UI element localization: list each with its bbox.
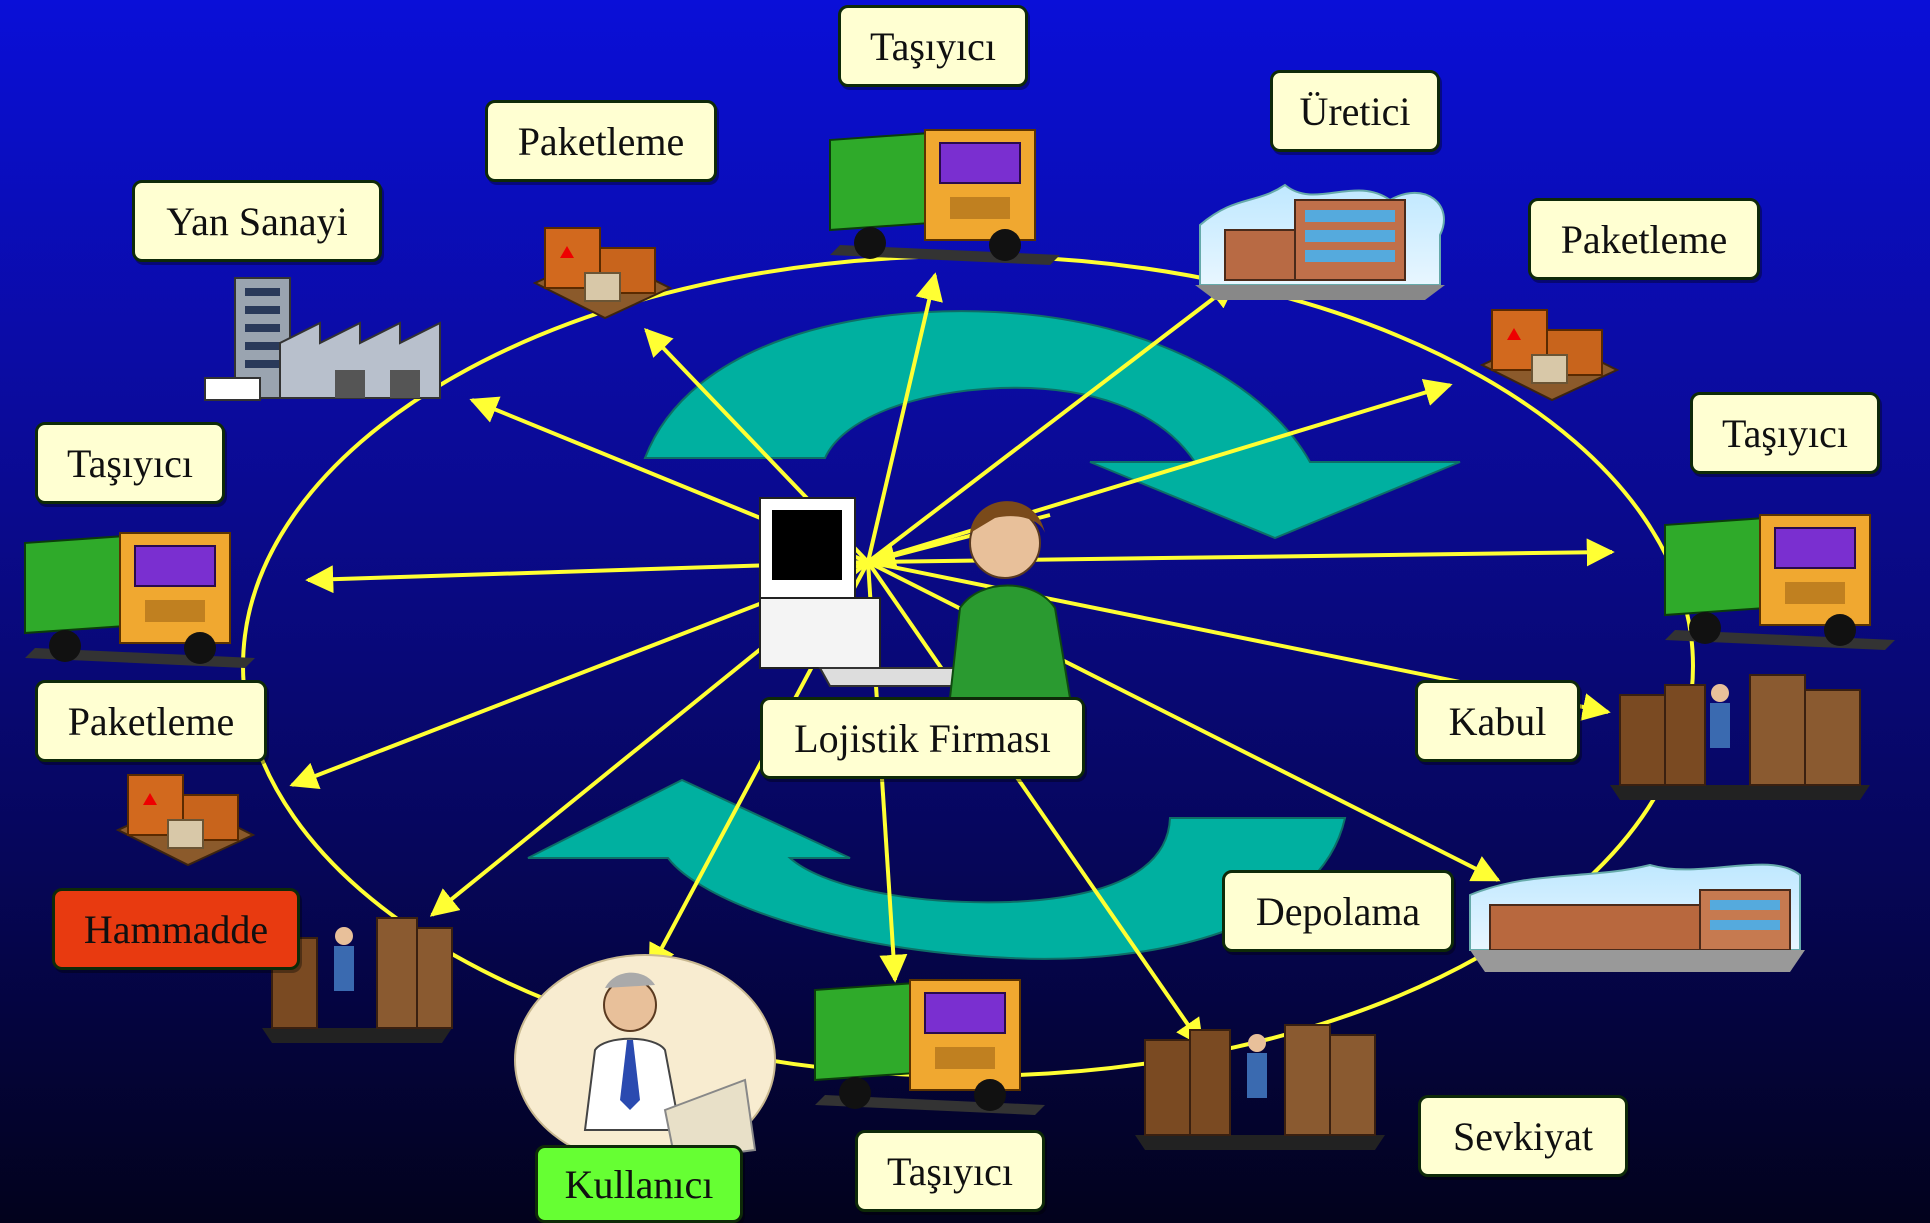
truck-icon (829, 129, 1060, 265)
office-building-icon (1195, 183, 1445, 300)
warehouse-worker-icon (1135, 1024, 1385, 1150)
warehouse-worker-icon (1610, 674, 1870, 800)
node-center: Lojistik Firması (760, 697, 1085, 779)
clerk-icon (514, 954, 776, 1166)
node-storage: Depolama (1222, 870, 1454, 952)
node-receiving: Kabul (1415, 680, 1580, 762)
node-packaging-left: Paketleme (35, 680, 267, 762)
office-building-icon (1469, 863, 1805, 972)
truck-icon (24, 532, 255, 668)
node-producer: Üretici (1270, 70, 1440, 152)
node-carrier-top: Taşıyıcı (838, 5, 1028, 87)
cycle-arrow-icon (527, 310, 1461, 960)
node-carrier-left: Taşıyıcı (35, 422, 225, 504)
node-shipment: Sevkiyat (1418, 1095, 1628, 1177)
node-side-industry: Yan Sanayi (132, 180, 382, 262)
node-carrier-bottom: Taşıyıcı (855, 1130, 1045, 1212)
truck-icon (1664, 514, 1895, 650)
package-pallet-icon (532, 227, 673, 320)
node-user: Kullanıcı (535, 1145, 743, 1223)
warehouse-worker-icon (262, 917, 453, 1043)
node-raw-material: Hammadde (52, 888, 300, 970)
package-pallet-icon (115, 774, 256, 867)
operator-computer-icon (759, 497, 1072, 699)
truck-icon (814, 979, 1045, 1115)
node-packaging-top-right: Paketleme (1528, 198, 1760, 280)
factory-icon (204, 277, 441, 401)
node-carrier-right: Taşıyıcı (1690, 392, 1880, 474)
package-pallet-icon (1479, 309, 1620, 402)
node-packaging-top-left: Paketleme (485, 100, 717, 182)
